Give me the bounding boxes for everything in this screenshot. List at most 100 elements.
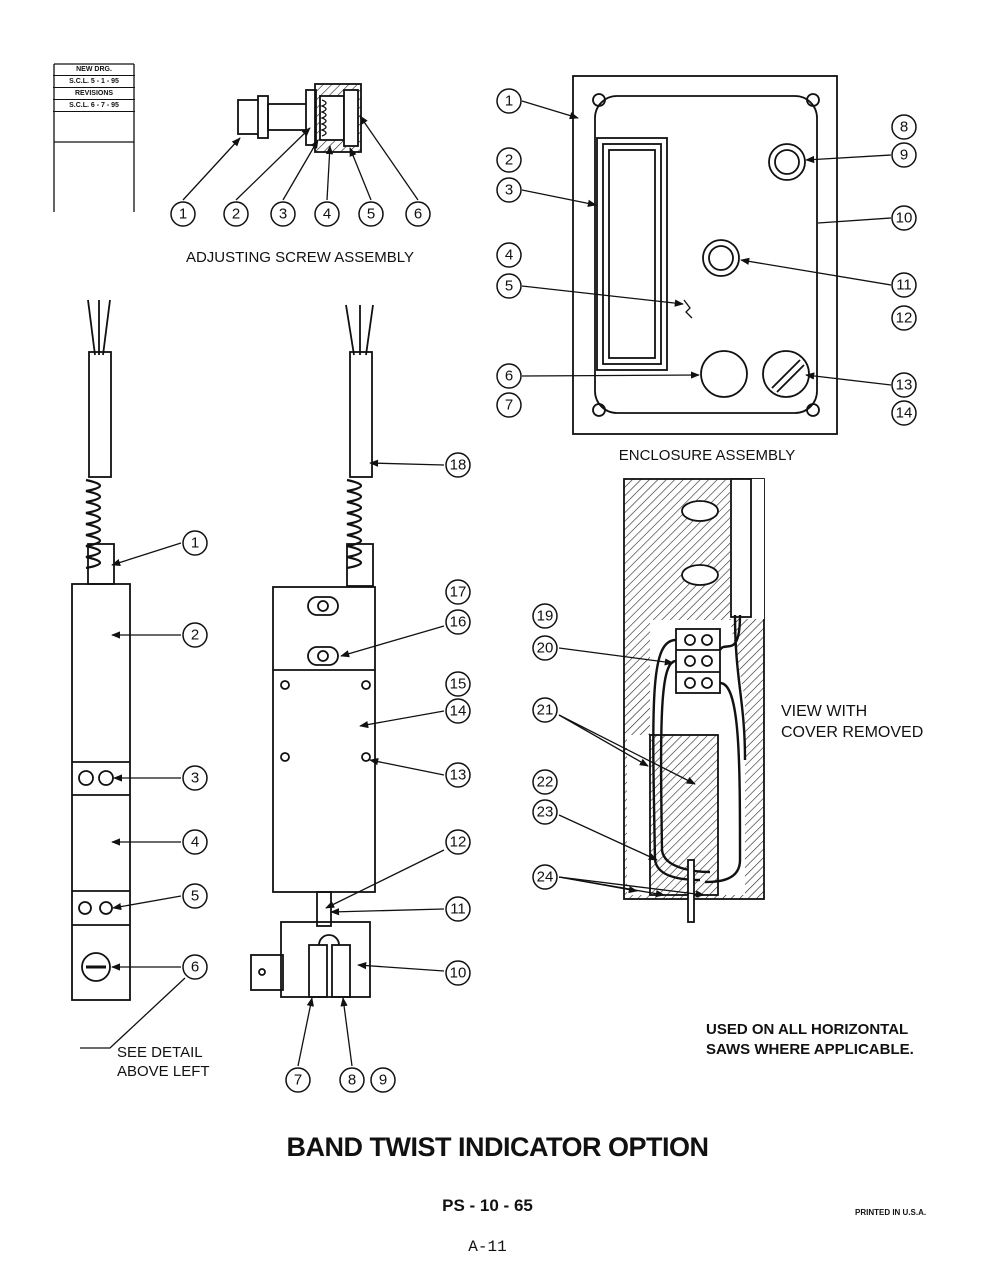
enclosure-callout-3-circle (496, 177, 522, 203)
front-view-callout-14-circle (445, 698, 471, 724)
enclosure-callout-1-circle (496, 88, 522, 114)
new-drawing-label: NEW DRG. (53, 64, 135, 76)
enclosure-callout-9: 9 (900, 147, 908, 164)
revision-box (53, 63, 135, 212)
side-view-callout-2: 2 (191, 627, 199, 644)
front-view-callout-16-circle (445, 609, 471, 635)
front-view-callout-18: 18 (450, 457, 467, 474)
adjusting-screw-callout-3-circle (270, 201, 296, 227)
side-view-callout-1: 1 (191, 535, 199, 552)
enclosure-caption: ENCLOSURE ASSEMBLY (619, 447, 795, 464)
front-view-callout-10-circle (445, 960, 471, 986)
enclosure-callout-11-circle (891, 272, 917, 298)
adjusting-screw-callout-1: 1 (179, 206, 187, 223)
page-number: A-11 (468, 1238, 507, 1256)
cover-removed-callout-21-circle (532, 697, 558, 723)
adjusting-screw-callout-4-circle (314, 201, 340, 227)
cover-removed-callout-24: 24 (537, 869, 554, 886)
adjusting-screw-callout-2-circle (223, 201, 249, 227)
enclosure-callout-13: 13 (896, 377, 913, 394)
enclosure-callout-6: 6 (505, 368, 513, 385)
enclosure-callout-8: 8 (900, 119, 908, 136)
page-title: BAND TWIST INDICATOR OPTION (286, 1132, 709, 1162)
front-view-callout-12: 12 (450, 834, 467, 851)
revision-date: S.C.L. 6 - 7 - 95 (53, 100, 135, 112)
enclosure-callout-12: 12 (896, 310, 913, 327)
side-view-callouts: 1 2 3 4 5 6 (182, 530, 208, 980)
new-drawing-date: S.C.L. 5 - 1 - 95 (53, 76, 135, 88)
side-view-callout-1-circle (182, 530, 208, 556)
cover-removed-callout-23: 23 (537, 804, 554, 821)
cover-removed-drawing (623, 478, 765, 923)
enclosure-callout-7: 7 (505, 397, 513, 414)
side-view-callout-3: 3 (191, 770, 199, 787)
printed-label: PRINTED IN U.S.A. (855, 1208, 927, 1217)
revisions-label: REVISIONS (53, 88, 135, 100)
enclosure-callout-14-circle (891, 400, 917, 426)
side-view-drawing (71, 299, 131, 1001)
enclosure-callout-9-circle (891, 142, 917, 168)
side-view-leaders (80, 542, 186, 1049)
adjusting-screw-callout-3: 3 (279, 206, 287, 223)
cover-removed-callout-20-circle (532, 635, 558, 661)
side-view-callout-4: 4 (191, 834, 199, 851)
front-view-callout-7-circle (285, 1067, 311, 1093)
adjusting-screw-callout-4: 4 (323, 206, 331, 223)
page-code: PS - 10 - 65 (442, 1196, 533, 1215)
cover-removed-callout-20: 20 (537, 640, 554, 657)
adjusting-screw-callout-5: 5 (367, 206, 375, 223)
enclosure-callout-7-circle (496, 392, 522, 418)
front-view-callout-8: 8 (348, 1072, 356, 1089)
side-view-callout-5-circle (182, 883, 208, 909)
cover-removed-caption-line1: VIEW WITH (781, 703, 867, 720)
side-view-callout-3-circle (182, 765, 208, 791)
cover-removed-callout-19: 19 (537, 608, 554, 625)
front-view-callout-9-circle (370, 1067, 396, 1093)
enclosure-leaders (521, 100, 892, 386)
enclosure-callout-11: 11 (896, 277, 912, 294)
enclosure-callout-3: 3 (505, 182, 513, 199)
side-view-callout-5: 5 (191, 888, 199, 905)
front-view-callout-12-circle (445, 829, 471, 855)
adjusting-screw-caption: ADJUSTING SCREW ASSEMBLY (186, 249, 414, 266)
cover-removed-leaders (558, 647, 705, 898)
enclosure-callout-12-circle (891, 305, 917, 331)
enclosure-callout-2: 2 (505, 152, 513, 169)
adjusting-screw-callout-6: 6 (414, 206, 422, 223)
usage-note: USED ON ALL HORIZONTAL SAWS WHERE APPLIC… (706, 1020, 914, 1060)
enclosure-callout-8-circle (891, 114, 917, 140)
front-view-callout-14: 14 (450, 703, 467, 720)
enclosure-callout-14: 14 (896, 405, 913, 422)
front-view-callout-15: 15 (450, 676, 467, 693)
adjusting-screw-callout-5-circle (358, 201, 384, 227)
revision-box-text: NEW DRG. S.C.L. 5 - 1 - 95 REVISIONS S.C… (53, 64, 135, 112)
cover-removed-caption-line2: COVER REMOVED (781, 724, 923, 741)
front-view-leaders (297, 459, 445, 1067)
side-view-callout-2-circle (182, 622, 208, 648)
enclosure-drawing (572, 75, 838, 435)
front-view-callout-13-circle (445, 762, 471, 788)
enclosure-callout-10: 10 (896, 210, 913, 227)
enclosure-callout-4-circle (496, 242, 522, 268)
cover-removed-callout-22-circle (532, 769, 558, 795)
cover-removed-callout-21: 21 (537, 702, 554, 719)
adjusting-screw-callout-1-circle (170, 201, 196, 227)
usage-note-line1: USED ON ALL HORIZONTAL (706, 1021, 909, 1038)
enclosure-callout-5-circle (496, 273, 522, 299)
enclosure-callout-6-circle (496, 363, 522, 389)
front-view-callout-10: 10 (450, 965, 467, 982)
front-view-callout-11-circle (445, 896, 471, 922)
cover-removed-callout-19-circle (532, 603, 558, 629)
enclosure-callout-5: 5 (505, 278, 513, 295)
enclosure-callout-1: 1 (505, 93, 513, 110)
adjusting-screw-callout-6-circle (405, 201, 431, 227)
enclosure-callout-13-circle (891, 372, 917, 398)
front-view-callout-15-circle (445, 671, 471, 697)
enclosure-callout-2-circle (496, 147, 522, 173)
side-view-callout-6: 6 (191, 959, 199, 976)
front-view-callout-11: 11 (450, 901, 466, 918)
see-detail-line2: ABOVE LEFT (117, 1063, 210, 1080)
enclosure-callout-4: 4 (505, 247, 513, 264)
